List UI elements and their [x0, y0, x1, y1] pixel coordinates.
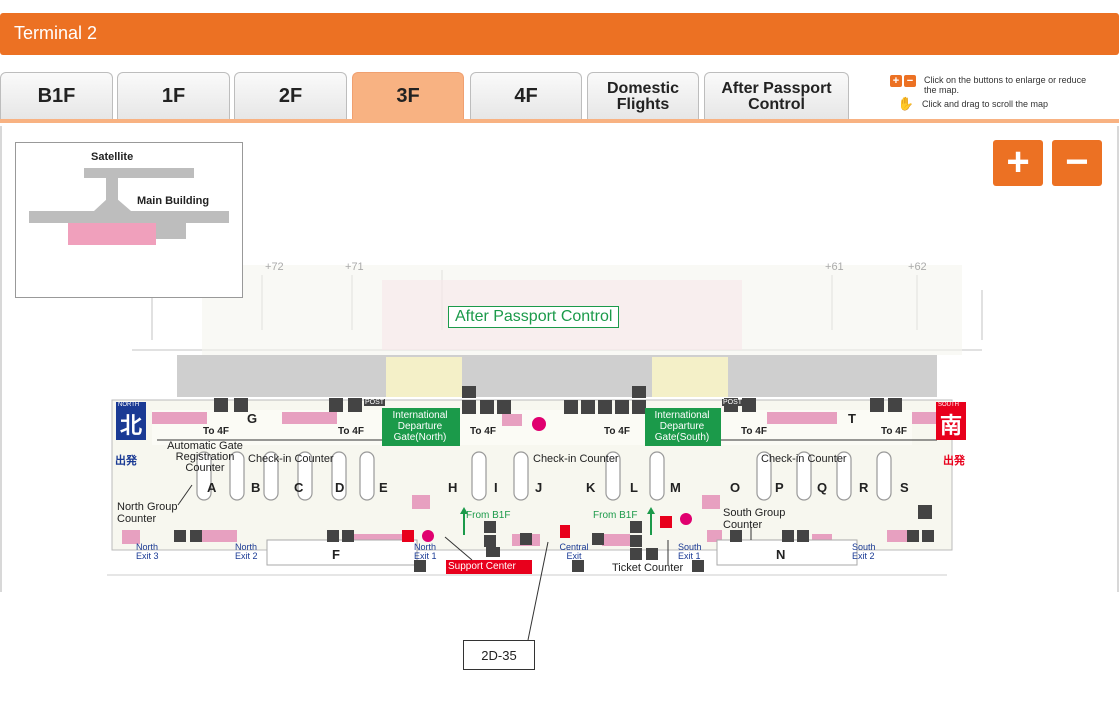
south-exit-1-label: South Exit 1	[678, 542, 702, 561]
callout-label: 2D-35	[481, 647, 517, 663]
plus-icon: +	[1006, 140, 1030, 184]
tab-b1f[interactable]: B1F	[0, 72, 113, 120]
central-exit-label: Central Exit	[559, 542, 589, 561]
floor-map[interactable]	[0, 126, 1119, 592]
counter-h[interactable]: H	[448, 480, 458, 495]
auto-gate-label: Automatic Gate Registration Counter	[167, 440, 243, 474]
departure-gate-south[interactable]: International Departure Gate(South)	[645, 408, 719, 446]
tab-label: 3F	[396, 85, 420, 107]
hint-drag-text: Click and drag to scroll the map	[922, 99, 1049, 109]
after-passport-label: After Passport Control	[448, 306, 620, 328]
gate-label: +71	[345, 261, 364, 273]
counter-s[interactable]: S	[900, 480, 909, 495]
terminal-header: Terminal 2	[0, 13, 1119, 55]
support-center-label[interactable]: Support Center	[448, 561, 516, 572]
north-exit-3-label: North Exit 3	[136, 542, 159, 561]
minus-icon: −	[1065, 140, 1089, 184]
tab-underline	[0, 119, 1119, 123]
post-label: POST	[722, 399, 744, 406]
tab-label: 4F	[514, 85, 538, 107]
tab-label: After Passport Control	[721, 79, 832, 113]
zoom-out-button[interactable]: −	[1052, 140, 1102, 186]
south-exit-2-label: South Exit 2	[852, 542, 876, 561]
counter-l[interactable]: L	[630, 480, 638, 495]
south-sign: 南	[940, 413, 963, 438]
gate-label: +72	[265, 261, 284, 273]
minimap-drawing	[29, 168, 229, 245]
counter-n[interactable]: N	[776, 547, 786, 562]
tab-1f[interactable]: 1F	[117, 72, 230, 120]
counter-d[interactable]: D	[335, 480, 345, 495]
gate-label: +62	[908, 261, 927, 273]
to-4f-label: To 4F	[741, 426, 767, 437]
map-hint: +− Click on the buttons to enlarge or re…	[890, 75, 1118, 113]
counter-m[interactable]: M	[670, 480, 681, 495]
tab-2f[interactable]: 2F	[234, 72, 347, 120]
to-4f-label: To 4F	[203, 426, 229, 437]
departures-sign-north: 出発	[115, 455, 137, 467]
north-small-label: NORTH	[118, 402, 140, 408]
north-exit-1-label: North Exit 1	[414, 542, 437, 561]
counter-e[interactable]: E	[379, 480, 388, 495]
from-b1f-label: From B1F	[593, 510, 638, 521]
north-group-counter-label: North Group Counter	[117, 501, 178, 525]
checkin-label-central: Check-in Counter	[533, 453, 619, 465]
counter-a[interactable]: A	[207, 480, 217, 495]
minus-icon: −	[904, 75, 916, 87]
floor-map-drawing	[107, 265, 983, 576]
hand-drag-icon: ✋	[897, 96, 915, 111]
counter-r[interactable]: R	[859, 480, 869, 495]
to-4f-label: To 4F	[881, 426, 907, 437]
counter-f[interactable]: F	[332, 547, 340, 562]
location-callout: 2D-35	[463, 640, 535, 670]
counter-i[interactable]: I	[494, 480, 498, 495]
north-exit-2-label: North Exit 2	[235, 542, 258, 561]
gate-label: +61	[825, 261, 844, 273]
tab-4f[interactable]: 4F	[470, 72, 582, 120]
counter-t[interactable]: T	[848, 411, 856, 426]
location-marker[interactable]	[560, 525, 570, 538]
counter-g[interactable]: G	[247, 411, 258, 426]
counter-p[interactable]: P	[775, 480, 784, 495]
ticket-counter-label: Ticket Counter	[612, 562, 684, 574]
zoom-in-button[interactable]: +	[993, 140, 1043, 186]
departures-sign-south: 出発	[943, 455, 965, 467]
tab-label: Domestic Flights	[606, 79, 680, 113]
checkin-label-south: Check-in Counter	[761, 453, 847, 465]
hint-zoom-text: Click on the buttons to enlarge or reduc…	[924, 75, 1087, 95]
departure-gate-north[interactable]: International Departure Gate(North)	[382, 408, 458, 446]
plus-icon: +	[890, 75, 902, 87]
to-4f-label: To 4F	[604, 426, 630, 437]
counter-q[interactable]: Q	[817, 480, 828, 495]
tab-label: 2F	[278, 85, 303, 107]
tab-3f[interactable]: 3F	[352, 72, 464, 120]
counter-b[interactable]: B	[251, 480, 261, 495]
counter-c[interactable]: C	[294, 480, 304, 495]
counter-k[interactable]: K	[586, 480, 596, 495]
tab-domestic-flights[interactable]: Domestic Flights	[587, 72, 699, 120]
page-title: Terminal 2	[14, 23, 98, 43]
minimap-main-building-label: Main Building	[137, 195, 210, 207]
from-b1f-label: From B1F	[466, 510, 511, 521]
post-label: POST	[364, 399, 386, 406]
counter-o[interactable]: O	[730, 480, 741, 495]
north-sign: 北	[120, 413, 143, 438]
minimap[interactable]: Satellite Main Building	[15, 142, 243, 298]
to-4f-label: To 4F	[338, 426, 364, 437]
minimap-satellite-label: Satellite	[91, 151, 134, 163]
checkin-label-north: Check-in Counter	[248, 453, 334, 465]
counter-j[interactable]: J	[535, 480, 543, 495]
south-small-label: SOUTH	[938, 402, 959, 408]
to-4f-label: To 4F	[470, 426, 496, 437]
south-group-counter-label: South Group Counter	[723, 507, 786, 531]
tab-label: 1F	[161, 85, 186, 107]
tab-after-passport-control[interactable]: After Passport Control	[704, 72, 849, 120]
tab-label: B1F	[37, 85, 76, 107]
